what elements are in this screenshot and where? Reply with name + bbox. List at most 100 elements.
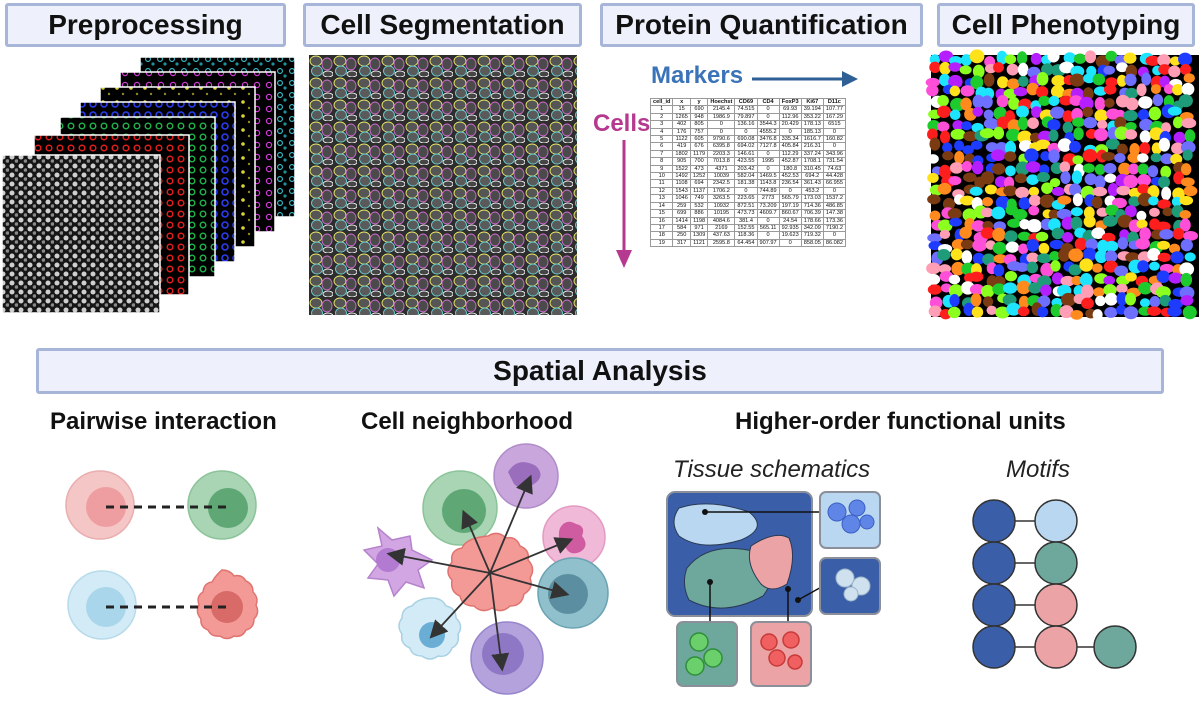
- table-cell: 7: [649, 149, 674, 159]
- table-cell: 176: [672, 127, 691, 137]
- table-cell: 152.55: [734, 223, 758, 233]
- table-cell: 3476.8: [756, 135, 780, 144]
- table-cell: 107.77: [822, 105, 846, 114]
- table-cell: 3263.5: [707, 194, 736, 203]
- table-cell: 4: [649, 127, 674, 137]
- table-cell: 0: [756, 231, 780, 240]
- table-cell: 694.02: [734, 142, 758, 151]
- table-cell: 79.897: [734, 112, 758, 122]
- table-cell: 605: [689, 135, 709, 144]
- violet-cell-icon: [470, 621, 544, 695]
- table-cell: 676: [689, 142, 709, 151]
- table-cell: 1543: [672, 186, 691, 196]
- stage-cell-segmentation-label: Cell Segmentation: [303, 3, 582, 47]
- table-cell: 2203.3: [707, 149, 736, 159]
- teal-cell-icon: [537, 557, 609, 629]
- table-cell: 310.45: [800, 164, 824, 174]
- table-cell: 12: [649, 186, 674, 196]
- table-cell: 0: [778, 186, 802, 196]
- table-cell: 694: [689, 179, 709, 188]
- tissue-schematics-label: Tissue schematics: [673, 456, 871, 483]
- table-cell: 0: [734, 127, 758, 137]
- table-cell: 1121: [689, 238, 709, 248]
- table-cell: 1179: [689, 149, 709, 159]
- table-cell: 0: [756, 216, 780, 225]
- table-cell: 44.428: [822, 172, 846, 181]
- table-cell: 405.84: [778, 142, 802, 151]
- table-cell: 0: [756, 164, 780, 174]
- table-cell: 92.935: [778, 223, 802, 233]
- higher-order-functional-units-label: Higher-order functional units: [735, 408, 1066, 435]
- table-cell: 39.194: [800, 105, 824, 114]
- table-cell: 473: [689, 164, 709, 174]
- table-header-cell: Hoechst: [707, 97, 736, 107]
- table-cell: 694.2: [800, 172, 824, 181]
- table-cell: 24.54: [778, 216, 802, 225]
- table-cell: 1046: [672, 194, 691, 203]
- table-cell: 905: [672, 157, 691, 166]
- table-cell: 236.54: [778, 179, 802, 188]
- table-cell: 1995: [756, 157, 780, 166]
- table-cell: 1469.5: [756, 172, 780, 181]
- table-cell: 223.65: [734, 194, 758, 203]
- table-cell: 216.31: [800, 142, 824, 151]
- table-cell: 178.13: [800, 120, 824, 129]
- spatial-analysis-title: Spatial Analysis: [36, 348, 1164, 394]
- table-cell: 907.97: [756, 238, 780, 248]
- table-cell: 0: [822, 127, 846, 137]
- table-cell: 0: [822, 186, 846, 196]
- table-cell: 872.51: [734, 201, 758, 211]
- purple-dendritic-cell-icon: [362, 525, 434, 598]
- table-cell: 714.36: [800, 201, 824, 211]
- table-cell: 1265: [672, 112, 691, 122]
- table-header-cell: D11c: [822, 97, 846, 107]
- table-cell: 173.03: [800, 194, 824, 203]
- cells-label: Cells: [593, 110, 651, 137]
- table-cell: 690.08: [734, 135, 758, 144]
- table-cell: 0: [707, 127, 736, 137]
- table-cell: 19.623: [778, 231, 802, 240]
- table-cell: 749: [689, 194, 709, 203]
- table-cell: 9790.6: [707, 135, 736, 144]
- table-cell: 15: [649, 209, 674, 218]
- table-cell: 203.42: [734, 164, 758, 174]
- table-cell: 4371: [707, 164, 736, 174]
- table-cell: 402: [672, 120, 691, 129]
- markers-arrow: [752, 71, 858, 87]
- table-cell: 1143.8: [756, 179, 780, 188]
- table-cell: 250: [672, 231, 691, 240]
- table-cell: 9: [649, 164, 674, 174]
- cell-neighborhood-diagram: [362, 443, 609, 695]
- table-cell: 6515: [822, 120, 846, 129]
- green-cell-icon: [422, 470, 498, 546]
- red-spiky-cell-icon: [196, 569, 259, 640]
- table-cell: 690: [689, 105, 709, 114]
- table-cell: 6: [649, 142, 674, 151]
- table-cell: 486.85: [822, 201, 846, 211]
- purple-cell-icon: [493, 443, 559, 509]
- table-cell: 10039: [707, 172, 736, 181]
- table-header-cell: CD4: [756, 97, 780, 107]
- table-cell: 731.54: [822, 157, 846, 166]
- table-cell: 1137: [689, 186, 709, 196]
- table-cell: 971: [689, 223, 709, 233]
- table-cell: 582.04: [734, 172, 758, 181]
- table-cell: 86.082: [822, 238, 846, 248]
- table-cell: 13: [649, 194, 674, 203]
- motifs-label: Motifs: [1006, 456, 1071, 483]
- table-header-cell: y: [689, 97, 709, 107]
- table-header-cell: FoxP3: [778, 97, 802, 107]
- table-cell: 361.43: [800, 179, 824, 188]
- table-cell: 1108: [672, 179, 691, 188]
- table-cell: 73.209: [756, 201, 780, 211]
